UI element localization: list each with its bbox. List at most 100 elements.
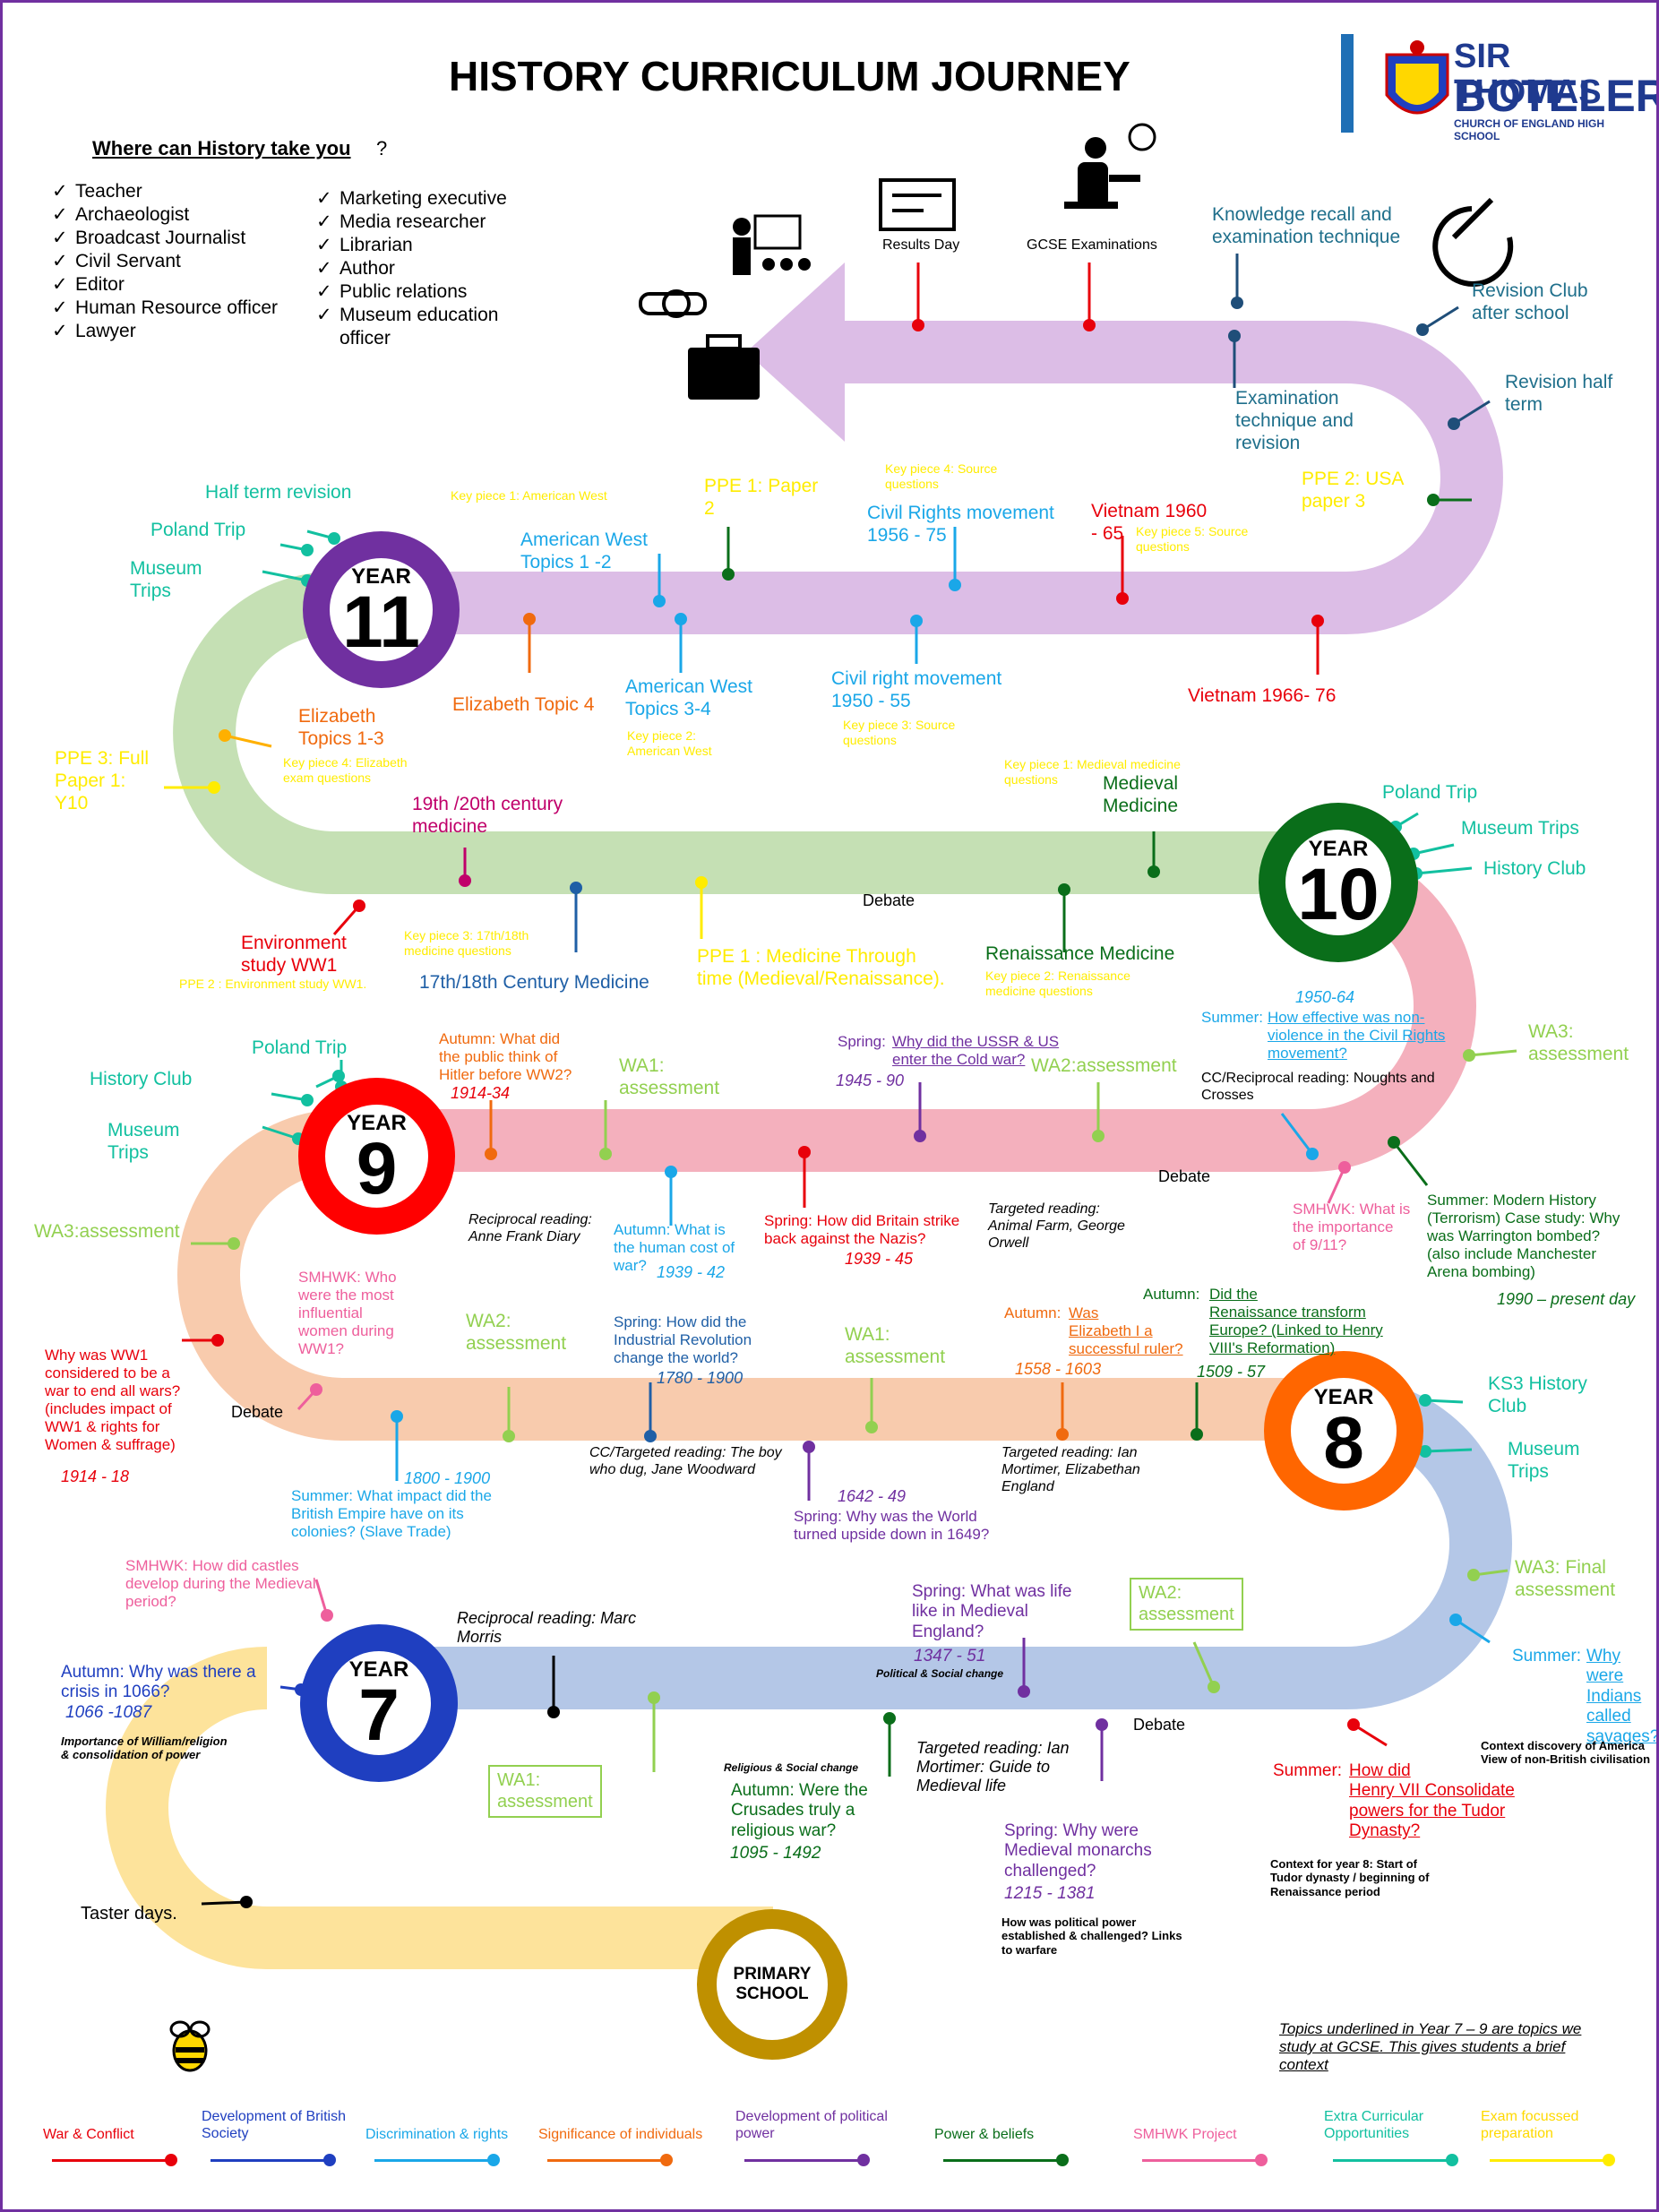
y11-key3: Key piece 3: Source questions (843, 718, 956, 747)
y11-recall: Knowledge recall and examination techniq… (1212, 204, 1401, 247)
y11-museum: Museum Trips (130, 558, 202, 601)
y8-debate: Debate (231, 1403, 284, 1421)
y11-vietnam60: Vietnam 1960 - 65 (1091, 501, 1208, 544)
legend-line (943, 2159, 1060, 2162)
y9-recip-anne: Reciprocal reading: Anne Frank Diary (468, 1212, 592, 1244)
y11-ppe2: PPE 2: USA paper 3 (1302, 469, 1405, 512)
y9-poland: Poland Trip (252, 1037, 348, 1058)
checkmark-icon: ✓ (52, 274, 68, 295)
legend-dot (1255, 2154, 1268, 2166)
year10-badge: YEAR 10 (1259, 803, 1418, 962)
y11-key5: Key piece 5: Source questions (1136, 524, 1249, 554)
gcse-label: GCSE Examinations (1027, 237, 1157, 253)
y8-dates1558: 1558 - 1603 (1015, 1360, 1102, 1378)
results-day-label: Results Day (882, 237, 960, 253)
y7-dates1066: 1066 -1087 (65, 1703, 152, 1722)
year8-badge: YEAR 8 (1264, 1351, 1423, 1511)
y9-autumn-cost: Autumn: What is the human cost of war? (614, 1221, 735, 1275)
y7-autumn-1066: Autumn: Why was there a crisis in 1066? (61, 1663, 256, 1702)
career-label: Human Resource officer (75, 297, 279, 318)
legend-dot (1056, 2154, 1069, 2166)
y7-summer-label: Summer: (1273, 1761, 1343, 1780)
y9-summer-terror: Summer: Modern History (Terrorism) Case … (1427, 1192, 1620, 1281)
legend-label: Exam focussed preparation (1481, 2109, 1579, 2142)
y10-c19: 19th /20th century medicine (412, 794, 563, 837)
page-title: HISTORY CURRICULUM JOURNEY (449, 53, 1130, 99)
y11-key1: Key piece 1: American West (451, 488, 607, 503)
y7-wa2-box: WA2: assessment (1130, 1578, 1243, 1631)
legend-line (52, 2159, 168, 2162)
road-year11 (334, 321, 1503, 634)
y8-dates1800: 1800 - 1900 (404, 1469, 491, 1487)
y7-dates1347: 1347 - 51 (914, 1647, 986, 1665)
career-item: ✓Civil Servant (52, 250, 278, 273)
y11-key4: Key piece 4: Source questions (885, 461, 998, 491)
y9-museum: Museum Trips (107, 1120, 180, 1163)
y7-summer-tudor: How did Henry VII Consolidate powers for… (1349, 1761, 1515, 1841)
year7-badge: YEAR 7 (300, 1624, 458, 1782)
school-crest-icon (1385, 40, 1449, 115)
y10-medieval: Medieval Medicine (1103, 773, 1179, 816)
y7-recip-marc: Reciprocal reading: Marc Morris (457, 1609, 637, 1647)
careers-heading: Where can History take you (92, 137, 351, 159)
y10-key2: Key piece 2: Renaissance medicine questi… (985, 968, 1130, 998)
legend-dot (1603, 2154, 1615, 2166)
career-label: Public relations (340, 281, 468, 302)
y10-dates: 1950-64 (1295, 988, 1355, 1006)
y9-history-club: History Club (90, 1069, 193, 1089)
y9-wa1: WA1: assessment (619, 1055, 720, 1098)
y11-half-term: Half term revision (205, 482, 352, 503)
school-name-1: SIR THOMAS (1454, 38, 1602, 111)
finish-arrow (746, 263, 845, 442)
y8-dates1642: 1642 - 49 (838, 1487, 907, 1505)
y10-museum: Museum Trips (1461, 818, 1579, 839)
road-year8 (177, 1109, 1346, 1441)
legend-label: Significance of individuals (538, 2127, 703, 2142)
road-year10 (173, 572, 1311, 894)
year9-badge: YEAR 9 (298, 1078, 455, 1235)
y10-poland: Poland Trip (1382, 782, 1478, 803)
checkmark-icon: ✓ (316, 235, 332, 255)
career-label: Author (340, 258, 395, 279)
y7-targeted-ian: Targeted reading: Ian Mortimer: Guide to… (916, 1739, 1070, 1795)
career-item: ✓Human Resource officer (52, 297, 278, 320)
y7-importance: Importance of William/religion & consoli… (61, 1734, 228, 1762)
y10-cc-noughts: CC/Reciprocal reading: Noughts and Cross… (1201, 1071, 1435, 1103)
y9-targeted-af: Targeted reading: Animal Farm, George Or… (988, 1201, 1125, 1251)
y7-dates1095: 1095 - 1492 (730, 1844, 821, 1863)
y9-dates3942: 1939 - 42 (657, 1263, 726, 1281)
legend-line (744, 2159, 861, 2162)
y8-museum: Museum Trips (1508, 1439, 1580, 1482)
career-label: Marketing executive (340, 188, 507, 209)
y10-debate: Debate (863, 891, 915, 909)
y8-summer-ind: Why were Indians called savages? (1586, 1647, 1659, 1746)
y8-dates1780: 1780 - 1900 (657, 1369, 744, 1387)
y8-autumn-ren-label: Autumn: (1143, 1286, 1200, 1303)
checkmark-icon: ✓ (52, 181, 68, 202)
legend-line (1490, 2159, 1606, 2162)
y8-dates1418: 1914 - 18 (61, 1467, 130, 1485)
y9-debate: Debate (1158, 1167, 1211, 1185)
legend-dot (323, 2154, 336, 2166)
checkmark-icon: ✓ (316, 188, 332, 209)
y8-wa1: WA1: assessment (845, 1324, 946, 1367)
y8-summer-empire: Summer: What impact did the British Empi… (291, 1487, 492, 1541)
y7-debate: Debate (1133, 1716, 1186, 1734)
career-item: ✓Public relations (316, 280, 519, 304)
y10-history-club: History Club (1483, 858, 1586, 879)
y10-ppe2: PPE 2 : Environment study WW1. (179, 977, 367, 991)
y8-autumn-eliz-label: Autumn: (1004, 1304, 1062, 1321)
career-item: ✓ Librarian (316, 234, 519, 257)
y8-spring-ind: Spring: How did the Industrial Revolutio… (614, 1313, 752, 1367)
career-label: Librarian (340, 235, 413, 255)
career-label: Media researcher (340, 211, 486, 232)
checkmark-icon: ✓ (316, 258, 332, 279)
careers-list-2: ✓ Marketing executive ✓ Media researcher ✓ Li… (316, 187, 519, 350)
y8-dates1509: 1509 - 57 (1197, 1363, 1266, 1381)
y11-key4e: Key piece 4: Elizabeth exam questions (283, 755, 408, 785)
curriculum-road (106, 123, 1517, 1969)
legend-label: SMHWK Project (1133, 2127, 1237, 2142)
legend-line (1142, 2159, 1259, 2162)
y11-ppe1: PPE 1: Paper 2 (704, 476, 819, 519)
legend-dot (660, 2154, 673, 2166)
